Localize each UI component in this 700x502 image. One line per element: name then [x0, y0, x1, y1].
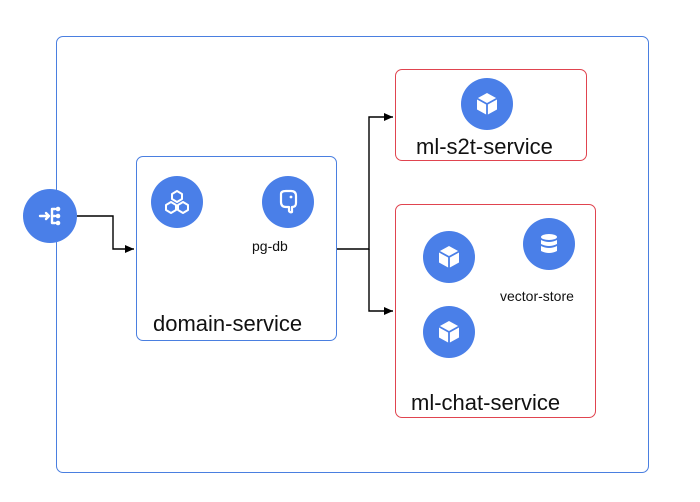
- cube-icon[interactable]: [461, 78, 513, 130]
- ml-s2t-service-label: ml-s2t-service: [416, 134, 553, 159]
- cube-icon[interactable]: [423, 306, 475, 358]
- pg-db-label: pg-db: [252, 238, 288, 254]
- domain-service-label: domain-service: [153, 311, 303, 336]
- cube-icon[interactable]: [423, 231, 475, 283]
- postgres-elephant-icon[interactable]: [262, 176, 314, 228]
- database-icon[interactable]: [523, 218, 575, 270]
- ml-chat-service-label: ml-chat-service: [411, 390, 561, 415]
- vector-store-label: vector-store: [500, 288, 574, 304]
- ingress-icon[interactable]: [23, 189, 77, 243]
- stacked-blocks-icon[interactable]: [151, 176, 203, 228]
